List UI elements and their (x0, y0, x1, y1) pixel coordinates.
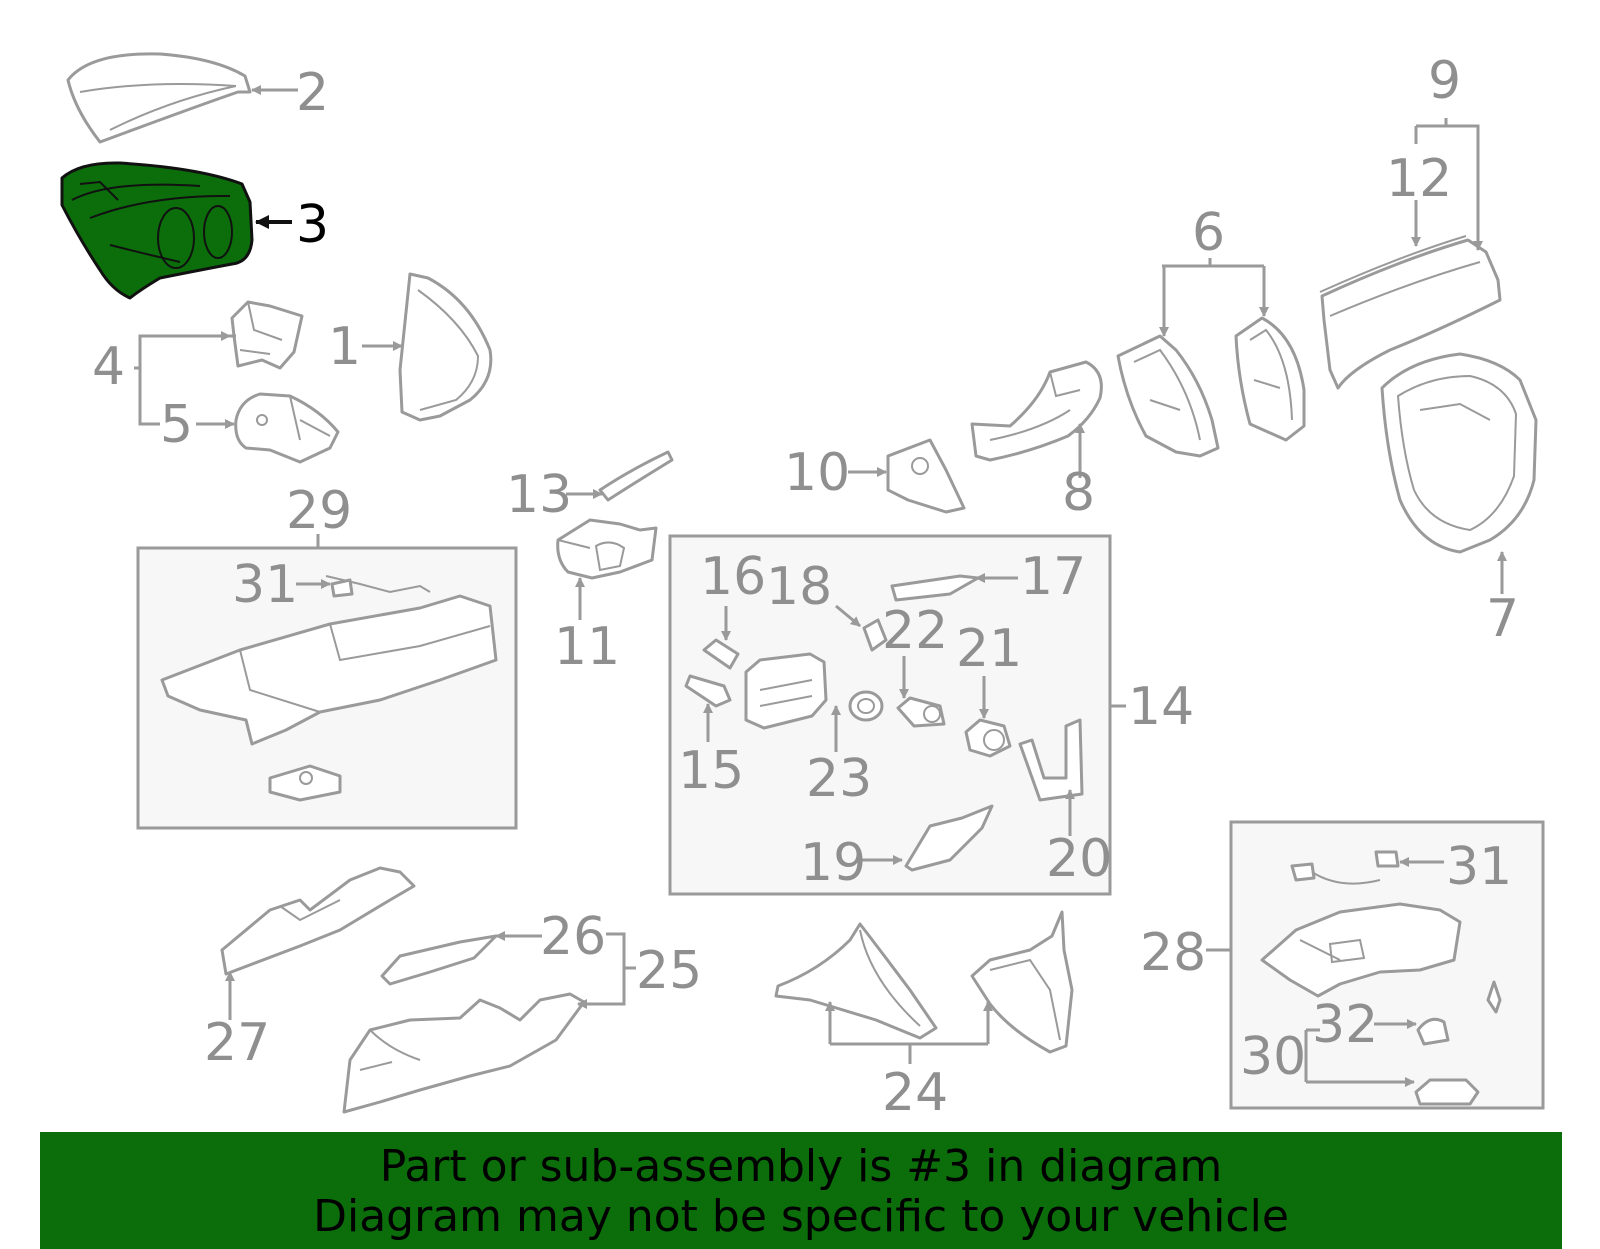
callout-12: 12 (1386, 149, 1452, 209)
leader-lines (134, 85, 1507, 1087)
part-11[interactable] (556, 518, 658, 580)
callout-31-left: 31 (232, 555, 298, 615)
part-27[interactable] (220, 866, 416, 976)
callout-29: 29 (286, 481, 352, 541)
callout-17: 17 (1020, 547, 1086, 607)
callout-22: 22 (882, 601, 948, 661)
callout-18: 18 (766, 557, 832, 617)
callout-4: 4 (92, 337, 125, 397)
callout-11: 11 (554, 617, 620, 677)
part-7[interactable] (1380, 352, 1538, 554)
callout-1: 1 (328, 317, 361, 377)
callout-25: 25 (636, 941, 702, 1001)
part-24-left[interactable] (774, 922, 938, 1040)
callout-labels: 1 2 3 4 5 6 7 8 9 10 11 12 13 14 15 16 1… (92, 51, 1519, 1123)
part-23[interactable] (848, 690, 884, 722)
info-banner: Part or sub-assembly is #3 in diagram Di… (40, 1132, 1562, 1249)
callout-26: 26 (540, 907, 606, 967)
callout-27: 27 (204, 1013, 270, 1073)
part-32[interactable] (1416, 1017, 1450, 1046)
part-24-right[interactable] (970, 910, 1074, 1054)
part-31-left[interactable] (330, 578, 354, 598)
callout-31-right: 31 (1446, 837, 1512, 897)
part-25[interactable] (342, 992, 586, 1114)
part-30[interactable] (1414, 1078, 1480, 1106)
callout-7: 7 (1486, 589, 1519, 649)
callout-23: 23 (806, 749, 872, 809)
part-18[interactable] (862, 618, 888, 652)
callout-19: 19 (800, 833, 866, 893)
part-1[interactable] (398, 272, 493, 422)
callout-6: 6 (1192, 203, 1225, 263)
callout-5: 5 (160, 395, 193, 455)
part-28[interactable] (1260, 902, 1462, 998)
part-21[interactable] (964, 718, 1012, 758)
callout-13: 13 (506, 465, 572, 525)
callout-2: 2 (296, 63, 329, 123)
part-5[interactable] (234, 392, 340, 464)
part-15[interactable] (684, 674, 732, 708)
callout-32: 32 (1312, 995, 1378, 1055)
callout-24: 24 (882, 1063, 948, 1123)
callout-20: 20 (1046, 829, 1112, 889)
part-clip[interactable] (1486, 980, 1502, 1014)
part-3-highlighted[interactable] (60, 161, 254, 300)
callout-3: 3 (296, 195, 329, 255)
part-13[interactable] (598, 450, 674, 502)
callout-28: 28 (1140, 923, 1206, 983)
part-10[interactable] (886, 438, 966, 514)
part-29[interactable] (160, 575, 498, 802)
part-31-right[interactable] (1290, 850, 1400, 885)
part-26[interactable] (380, 934, 498, 986)
banner-line-2: Diagram may not be specific to your vehi… (313, 1191, 1289, 1242)
part-22[interactable] (896, 696, 946, 728)
part-14-radio[interactable] (744, 652, 828, 730)
part-12[interactable] (1319, 235, 1502, 390)
callout-14: 14 (1128, 677, 1194, 737)
assembly-box-14 (668, 534, 1112, 896)
part-20[interactable] (1018, 718, 1084, 802)
banner-line-1: Part or sub-assembly is #3 in diagram (379, 1141, 1223, 1192)
callout-10: 10 (784, 443, 850, 503)
part-6-left[interactable] (1116, 334, 1220, 458)
callout-16: 16 (700, 547, 766, 607)
part-2[interactable] (66, 52, 252, 144)
part-4[interactable] (230, 300, 304, 370)
part-19[interactable] (904, 804, 994, 872)
callout-8: 8 (1062, 463, 1095, 523)
callout-21: 21 (956, 619, 1022, 679)
callout-15: 15 (678, 741, 744, 801)
callout-9: 9 (1428, 51, 1461, 111)
part-16[interactable] (702, 638, 740, 670)
callout-30: 30 (1240, 1027, 1306, 1087)
part-17[interactable] (890, 574, 980, 602)
part-8[interactable] (970, 360, 1103, 462)
part-6-right[interactable] (1234, 316, 1306, 442)
